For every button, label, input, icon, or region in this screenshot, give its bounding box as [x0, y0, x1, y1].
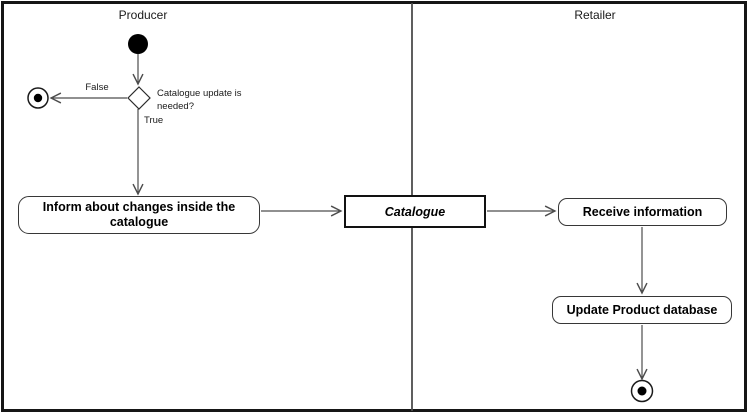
object-node-catalogue: Catalogue: [344, 195, 486, 228]
action-inform-about-changes: Inform about changes inside the catalogu…: [18, 196, 260, 234]
decision-false-label: False: [85, 82, 109, 93]
decision-true-label: True: [144, 115, 164, 126]
action-update-product-database: Update Product database: [552, 296, 732, 324]
final-node-false-branch: [27, 87, 49, 109]
lane-title-retailer: Retailer: [574, 8, 616, 22]
decision-diamond: [127, 86, 151, 110]
action-receive-information: Receive information: [558, 198, 727, 226]
lane-title-producer: Producer: [118, 8, 168, 22]
decision-question-label: Catalogue update is needed?: [157, 88, 242, 112]
initial-node: [128, 34, 148, 54]
final-node-retailer: [630, 379, 654, 403]
